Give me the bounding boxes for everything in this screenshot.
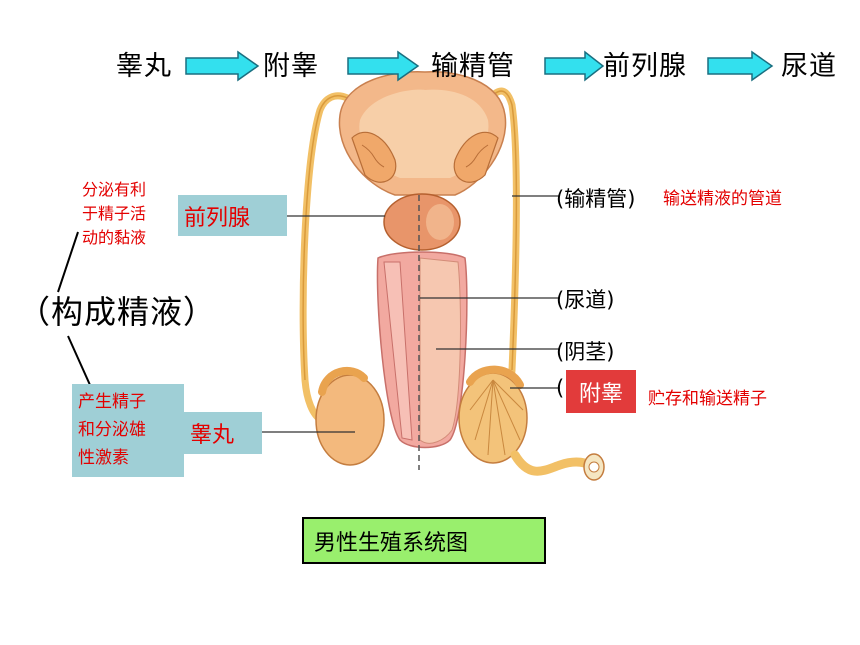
semen-bracket	[57, 231, 91, 386]
corpus-spongiosum	[419, 257, 461, 444]
flow-step-vas-deferens: 输精管	[431, 51, 515, 82]
vas-deferens-description: 输送精液的管道	[663, 189, 782, 209]
vas-deferens-label: (输精管)	[556, 187, 636, 211]
testis-desc-line-1: 产生精子	[78, 392, 146, 412]
prostate-desc-line-2: 于精子活	[82, 204, 147, 223]
epididymis-label-box: 附睾	[566, 370, 636, 413]
testis-lobules	[469, 379, 524, 456]
flow-step-epididymis: 附睾	[263, 51, 319, 82]
epididymis-paren: (	[556, 376, 565, 400]
flow-step-prostate: 前列腺	[603, 51, 687, 82]
leader-lines	[262, 195, 560, 433]
prostate-description: 分泌有利 于精子活 动的黏液	[82, 178, 182, 250]
vas-deferens-text: 输精管	[564, 187, 628, 211]
testis-description-box: 产生精子 和分泌雄 性激素	[72, 384, 184, 477]
urethra-label: (尿道)	[556, 288, 615, 312]
testis-desc-line-3: 性激素	[78, 448, 129, 468]
testis-desc-line-2: 和分泌雄	[78, 420, 146, 440]
flow-step-urethra: 尿道	[781, 51, 837, 82]
prostate-desc-line-1: 分泌有利	[82, 180, 147, 199]
flow-step-testis: 睾丸	[116, 51, 172, 82]
prostate-label-box: 前列腺	[178, 195, 287, 236]
seminal-vesicle-coils	[361, 144, 489, 168]
penis-label: (阴茎)	[556, 340, 615, 364]
testis-label-box: 睾丸	[184, 412, 262, 454]
epididymis-description: 贮存和输送精子	[648, 389, 767, 409]
prostate-desc-line-3: 动的黏液	[82, 228, 147, 247]
penis-text: 阴茎	[564, 340, 607, 364]
urethra-text: 尿道	[564, 288, 607, 312]
semen-group-label: （构成精液）	[18, 293, 217, 331]
figure-title: 男性生殖系统图	[302, 517, 546, 564]
